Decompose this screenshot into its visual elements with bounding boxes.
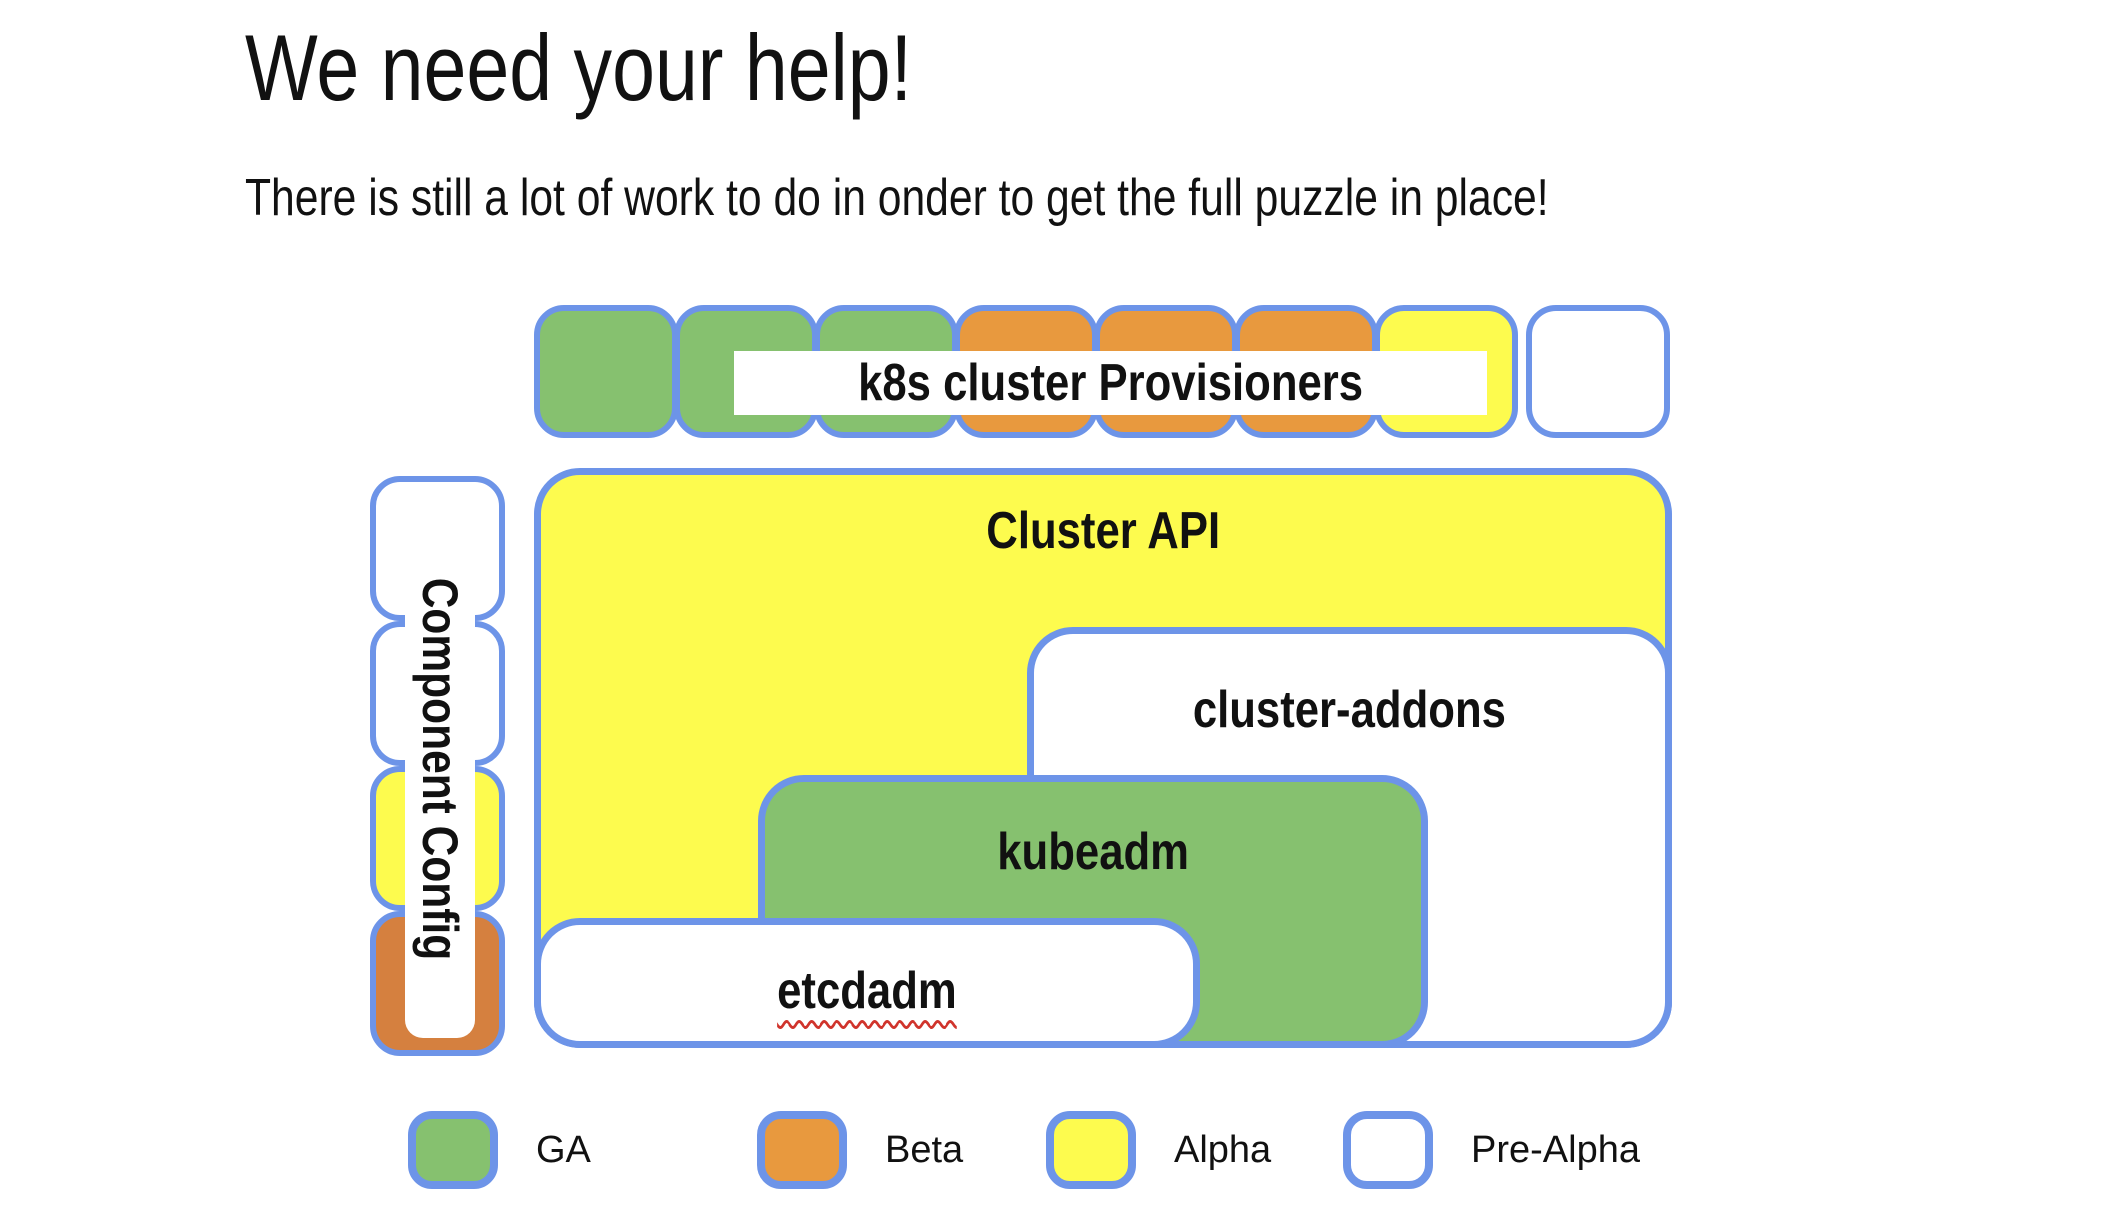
cluster-api-label-row: Cluster API <box>541 501 1665 561</box>
kubeadm-label: kubeadm <box>997 823 1189 881</box>
slide-subtitle: There is still a lot of work to do in on… <box>245 168 1835 228</box>
legend-label-alpha: Alpha <box>1174 1128 1272 1171</box>
component-config-label: Component Config <box>412 577 468 961</box>
legend-item-pre-alpha: Pre-Alpha <box>1343 1110 1640 1190</box>
cluster-addons-label-row: cluster-addons <box>1034 680 1665 740</box>
legend-label-beta: Beta <box>885 1128 964 1171</box>
cluster-api-label: Cluster API <box>986 502 1220 560</box>
provisioner-piece-8 <box>1526 305 1670 438</box>
box-kubeadm: kubeadm <box>758 775 1428 1048</box>
legend-label-pre-alpha: Pre-Alpha <box>1471 1128 1640 1171</box>
etcdadm-label: etcdadm <box>777 962 957 1020</box>
provisioners-label-band: k8s cluster Provisioners <box>734 351 1487 415</box>
provisioners-label: k8s cluster Provisioners <box>857 354 1363 412</box>
slide-title-text: We need your help! <box>245 15 913 120</box>
legend-swatch-pre-alpha <box>1343 1111 1433 1189</box>
cluster-addons-label: cluster-addons <box>1192 681 1507 739</box>
kubeadm-label-row: kubeadm <box>765 822 1421 882</box>
legend-label-ga: GA <box>536 1128 591 1171</box>
legend-item-ga: GA <box>408 1110 591 1190</box>
box-etcdadm: etcdadm <box>534 918 1200 1048</box>
legend-swatch-ga <box>408 1111 498 1189</box>
legend-item-beta: Beta <box>757 1110 963 1190</box>
slide-title: We need your help! <box>245 14 1058 122</box>
etcdadm-label-row: etcdadm <box>541 961 1193 1021</box>
legend-swatch-alpha <box>1046 1111 1136 1189</box>
legend-swatch-beta <box>757 1111 847 1189</box>
component-config-label-band: Component Config <box>405 500 475 1038</box>
provisioner-piece-1 <box>534 305 678 438</box>
slide-subtitle-text: There is still a lot of work to do in on… <box>245 169 1549 227</box>
legend-item-alpha: Alpha <box>1046 1110 1271 1190</box>
